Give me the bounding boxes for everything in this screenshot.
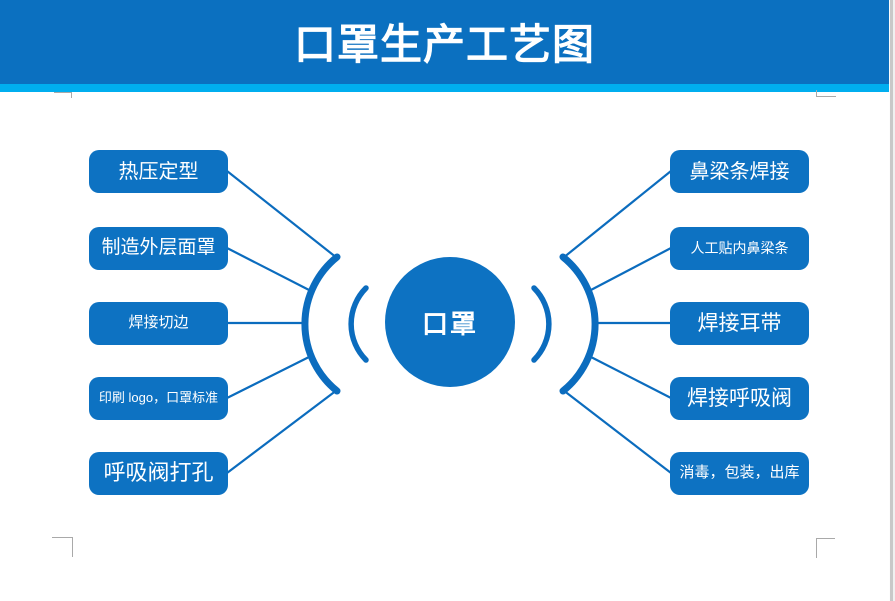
header-banner: 口罩生产工艺图 — [0, 0, 889, 84]
connector-line — [226, 247, 312, 292]
step-label: 焊接呼吸阀 — [687, 386, 792, 410]
step-label: 呼吸阀打孔 — [103, 460, 214, 486]
margin-corner-mark-bottom-right — [816, 538, 835, 558]
step-label: 焊接切边 — [128, 314, 189, 332]
step-label: 人工贴内鼻梁条 — [690, 239, 789, 256]
step-box-left-2[interactable]: 制造外层面罩 — [89, 227, 228, 270]
step-box-right-5[interactable]: 消毒，包装，出库 — [670, 452, 809, 495]
margin-corner-mark-top-left — [54, 92, 72, 98]
margin-corner-mark-top-right — [816, 90, 836, 97]
right-outer-paren-arc — [559, 253, 599, 395]
connector-line — [562, 389, 672, 474]
step-box-left-3[interactable]: 焊接切边 — [89, 302, 228, 345]
step-box-right-4[interactable]: 焊接呼吸阀 — [670, 377, 809, 420]
left-inner-paren-arc — [348, 285, 369, 363]
connector-line — [226, 389, 338, 474]
step-label: 印刷 logo，口罩标准 — [98, 390, 219, 406]
step-box-left-1[interactable]: 热压定型 — [89, 150, 228, 193]
step-label: 制造外层面罩 — [101, 237, 216, 259]
step-box-left-5[interactable]: 呼吸阀打孔 — [89, 452, 228, 495]
step-box-left-4[interactable]: 印刷 logo，口罩标准 — [89, 377, 228, 420]
accent-bar — [0, 84, 889, 92]
right-inner-paren-arc — [531, 285, 552, 363]
connector-line — [226, 355, 312, 399]
connector-line — [588, 247, 672, 292]
step-box-right-1[interactable]: 鼻梁条焊接 — [670, 150, 809, 193]
step-box-right-3[interactable]: 焊接耳带 — [670, 302, 809, 345]
margin-corner-mark-bottom-left — [52, 537, 73, 557]
step-label: 消毒，包装，出库 — [679, 464, 800, 482]
step-label: 热压定型 — [118, 160, 199, 183]
hub-label[interactable]: 口罩 — [421, 308, 478, 339]
connector-line — [588, 355, 672, 399]
connector-line — [562, 170, 672, 259]
connector-line — [226, 170, 338, 259]
step-label: 鼻梁条焊接 — [689, 160, 790, 183]
page-edge — [889, 0, 895, 601]
step-label: 焊接耳带 — [697, 311, 782, 335]
step-box-right-2[interactable]: 人工贴内鼻梁条 — [670, 227, 809, 270]
left-outer-paren-arc — [301, 253, 341, 395]
page-title: 口罩生产工艺图 — [293, 21, 595, 68]
